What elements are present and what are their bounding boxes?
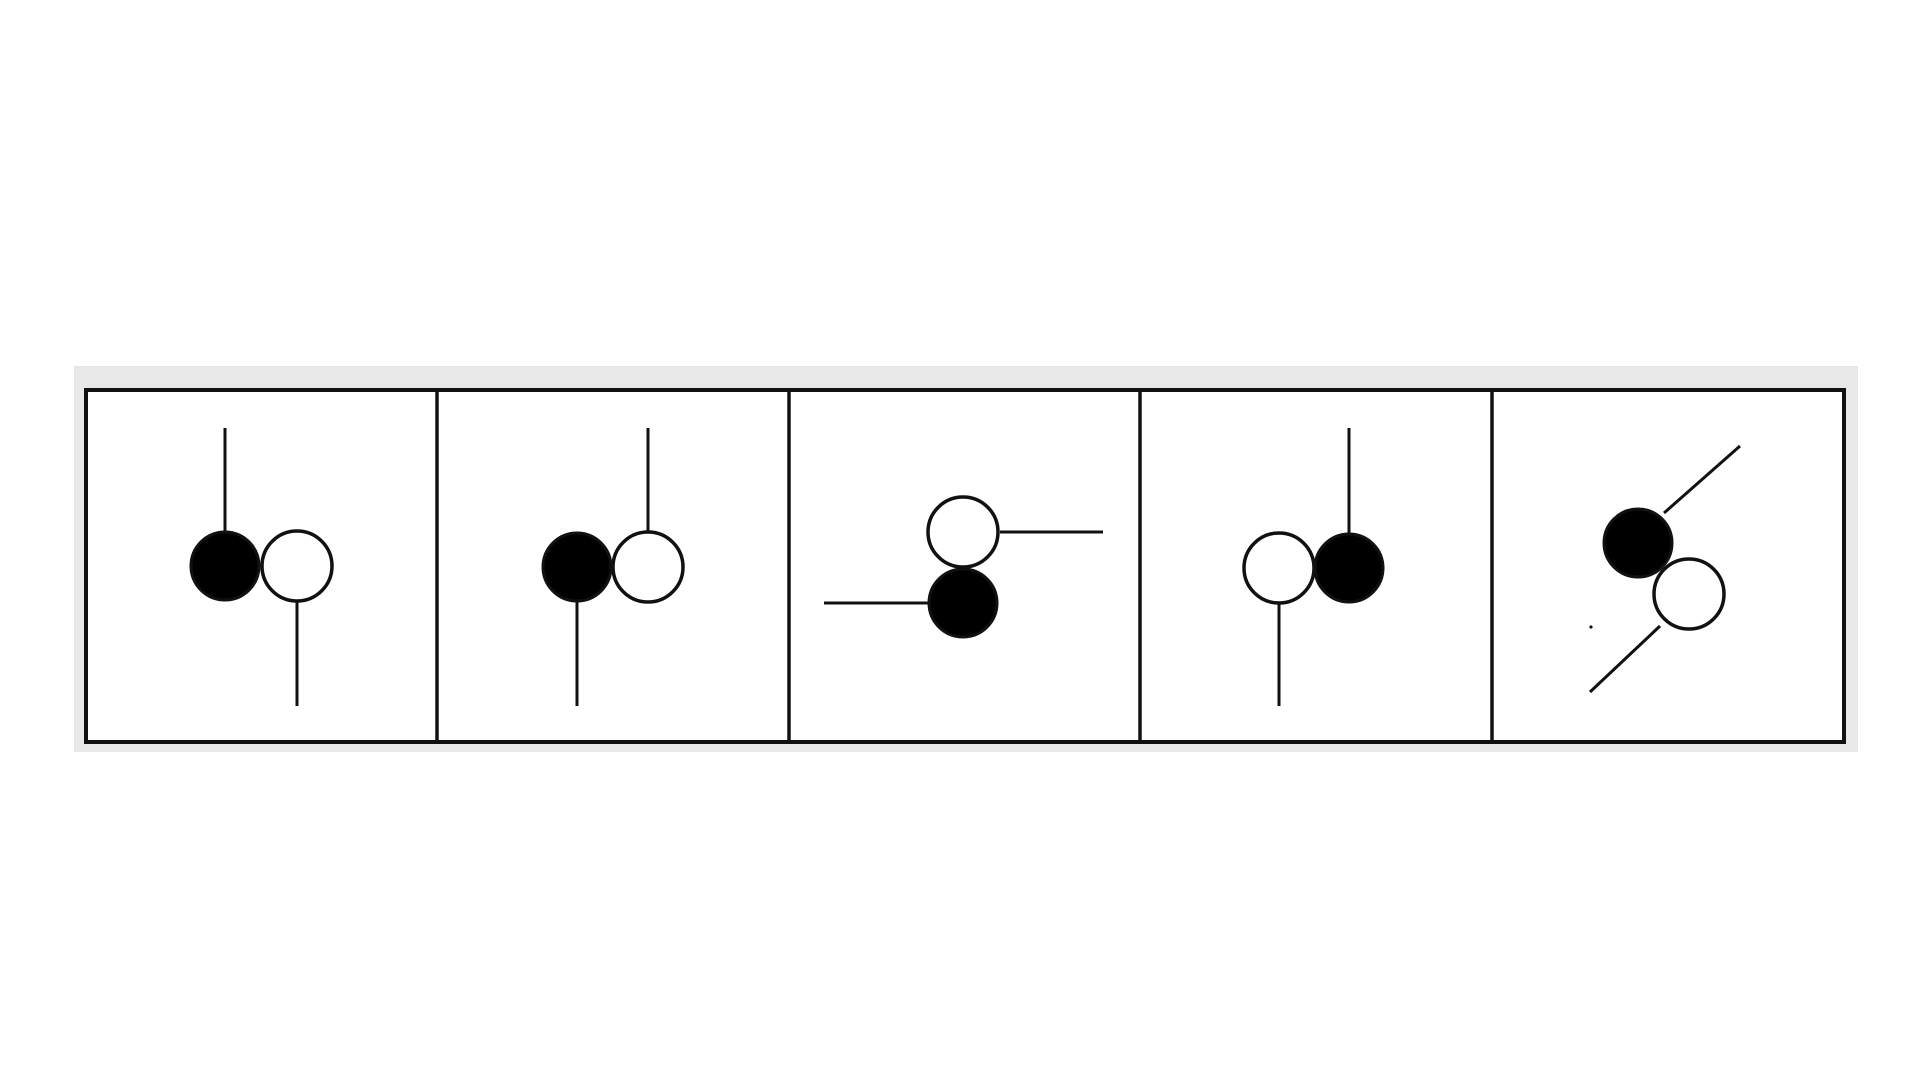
filled-circle [1602,507,1674,579]
panel-5 [1588,444,1741,694]
panel-3 [824,495,1103,639]
panel-1 [189,428,334,706]
empty-circle [1652,557,1726,631]
panel-4 [1242,428,1385,706]
empty-circle [926,495,1000,569]
filled-circle [927,567,999,639]
filled-circle [189,530,261,602]
filled-circle [1313,532,1385,604]
filled-circle [541,531,613,603]
stick-down-left [1588,624,1594,630]
stick-up-right [1663,444,1741,515]
stick-down-left [1588,624,1662,694]
panel-2 [541,428,685,706]
empty-circle [260,529,334,603]
strip-frame [84,388,1846,744]
empty-circle [1242,531,1316,605]
empty-circle [611,530,685,604]
